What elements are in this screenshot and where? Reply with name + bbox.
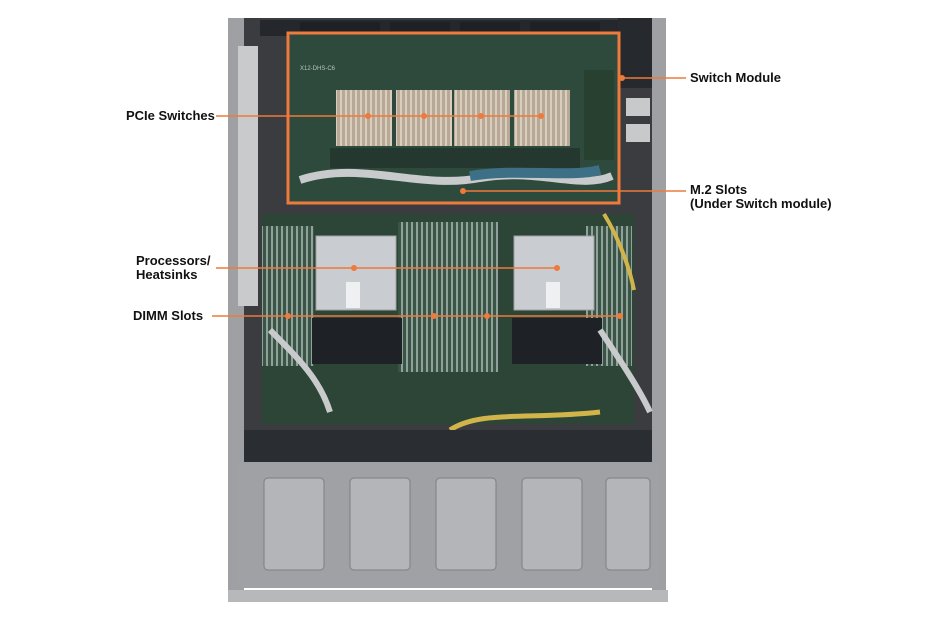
switch-module-board: X12-DHS-C6	[290, 34, 618, 202]
switch-module-label: Switch Module	[690, 70, 781, 85]
board-silkscreen: X12-DHS-C6	[300, 66, 336, 72]
switch-module-highlight	[286, 31, 621, 205]
callout-graphics	[212, 31, 686, 319]
drive-cage	[228, 462, 668, 602]
motherboard	[262, 212, 653, 433]
dimm-slots-label: DIMM Slots	[133, 308, 204, 323]
fan-bay	[244, 430, 652, 464]
processors-heatsinks-label: Processors/ Heatsinks	[136, 253, 211, 282]
m2-slots-label: M.2 Slots (Under Switch module)	[690, 182, 832, 211]
pcie-switches-label: PCIe Switches	[126, 108, 215, 123]
